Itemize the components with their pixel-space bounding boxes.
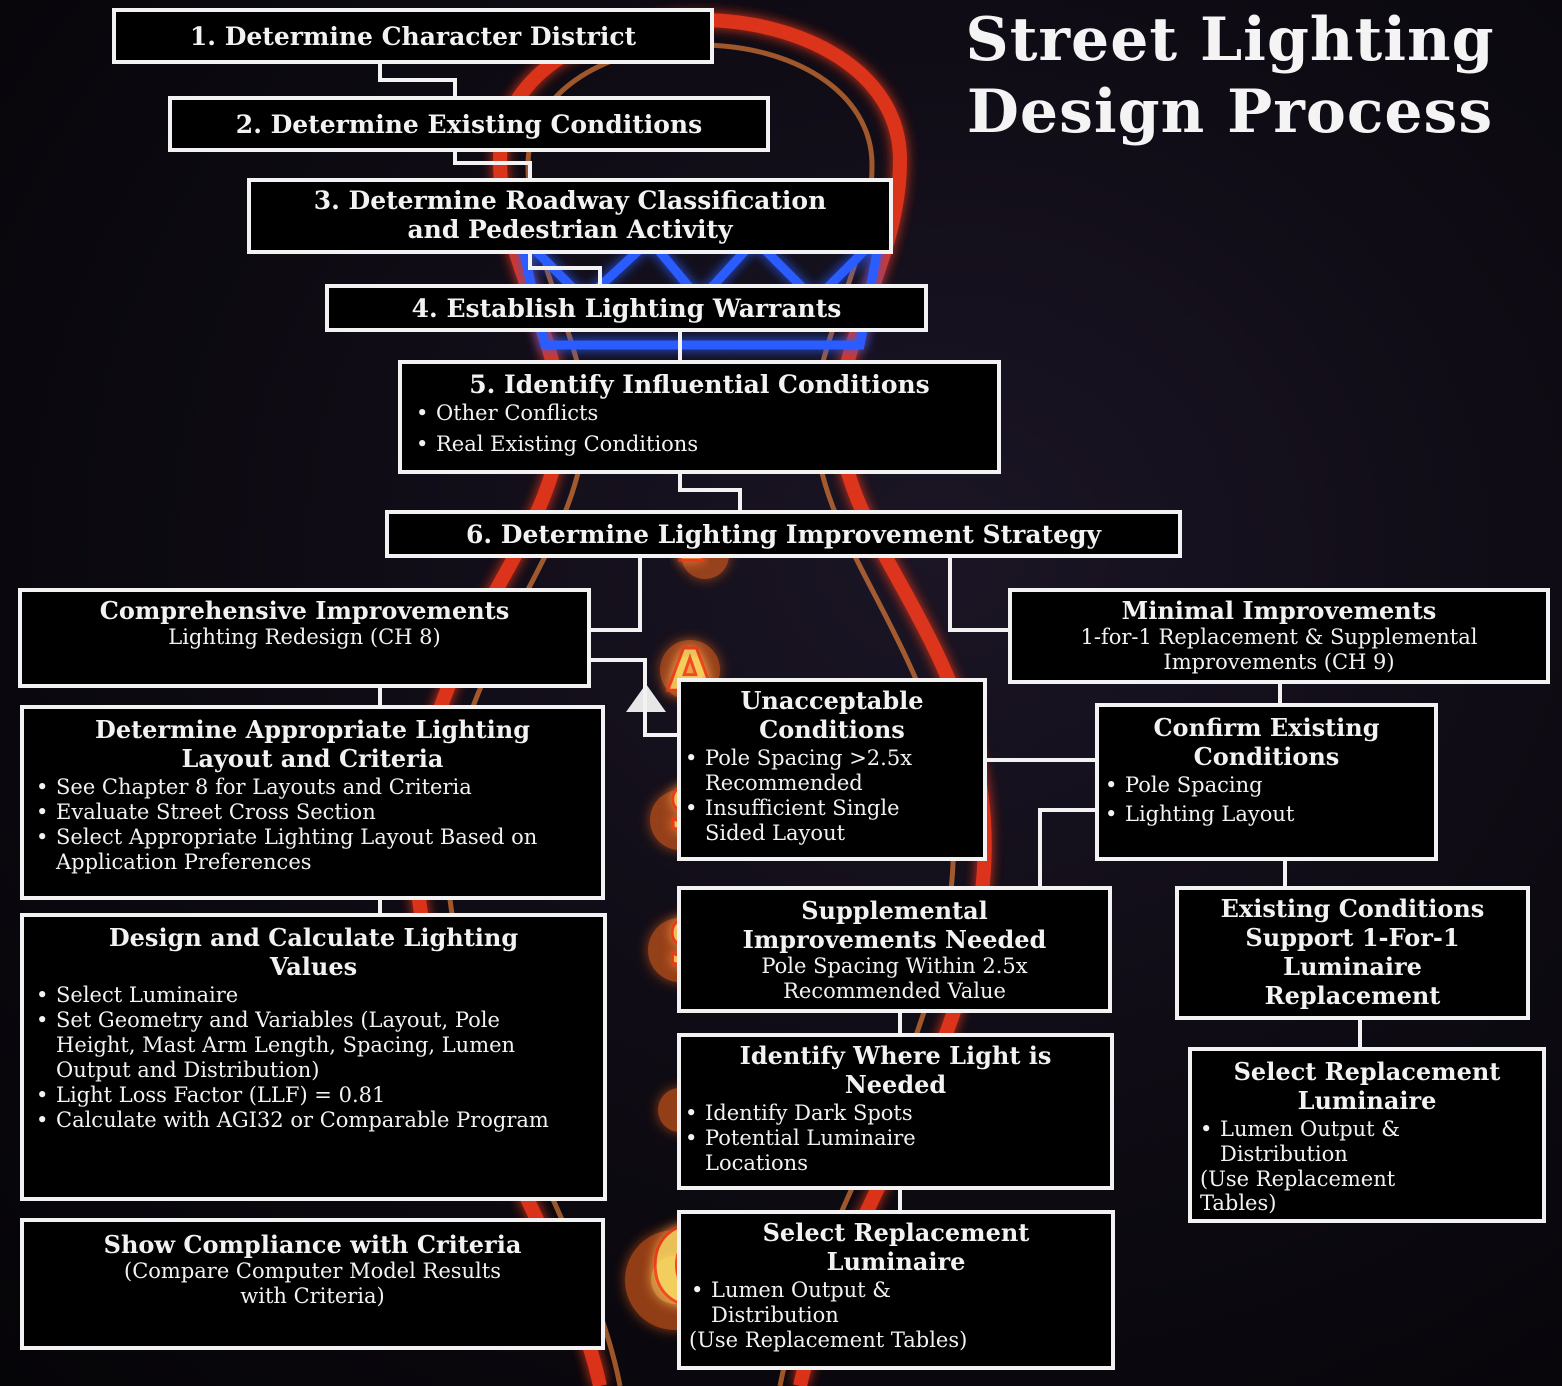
identify-bullet: Identify Dark Spots xyxy=(685,1101,1110,1126)
supplemental-sub-1: Pole Spacing Within 2.5x xyxy=(761,954,1028,978)
design-calculate-box: Design and Calculate Lighting Values Sel… xyxy=(20,913,607,1201)
step-6-label: 6. Determine Lighting Improvement Strate… xyxy=(465,520,1101,549)
step-5-bullet: Real Existing Conditions xyxy=(416,432,997,457)
step-2-box: 2. Determine Existing Conditions xyxy=(168,96,770,152)
minimal-select-heading-2: Luminaire xyxy=(1297,1086,1437,1115)
title-line-2: Design Process xyxy=(966,77,1494,147)
minimal-select-replacement-box: Select Replacement Luminaire Lumen Outpu… xyxy=(1188,1047,1546,1223)
identify-bullet: Potential Luminaire Locations xyxy=(685,1126,1110,1176)
design-bullet: Select Luminaire xyxy=(36,983,603,1008)
unacceptable-bullet: Insufficient Single Sided Layout xyxy=(685,796,983,846)
diagram-title: Street Lighting Design Process xyxy=(905,4,1555,148)
confirm-existing-box: Confirm Existing Conditions Pole Spacing… xyxy=(1095,703,1438,861)
supplemental-sub-2: Recommended Value xyxy=(783,979,1006,1003)
comprehensive-sub: Lighting Redesign (CH 8) xyxy=(168,625,441,649)
step-1-label: 1. Determine Character District xyxy=(189,22,637,51)
title-line-1: Street Lighting xyxy=(965,5,1495,75)
minimal-heading: Minimal Improvements xyxy=(1121,596,1437,625)
supplemental-improvements-box: Supplemental Improvements Needed Pole Sp… xyxy=(677,886,1112,1013)
compliance-sub-2: with Criteria) xyxy=(240,1284,385,1308)
design-heading-1: Design and Calculate Lighting xyxy=(108,923,519,952)
comprehensive-heading: Comprehensive Improvements xyxy=(99,596,510,625)
confirm-bullets: Pole Spacing Lighting Layout xyxy=(1099,773,1434,827)
unacceptable-heading-2: Conditions xyxy=(759,715,905,744)
confirm-heading-2: Conditions xyxy=(1193,742,1340,771)
step-6-box: 6. Determine Lighting Improvement Strate… xyxy=(385,510,1182,558)
step-3-line-2: and Pedestrian Activity xyxy=(407,215,733,244)
middle-select-note: (Use Replacement Tables) xyxy=(689,1328,968,1352)
existing-support-box: Existing Conditions Support 1-For-1 Lumi… xyxy=(1175,886,1530,1020)
layout-bullet: See Chapter 8 for Layouts and Criteria xyxy=(36,775,601,800)
step-4-box: 4. Establish Lighting Warrants xyxy=(325,284,928,332)
minimal-select-bullet: Lumen Output & Distribution xyxy=(1200,1117,1542,1167)
middle-select-replacement-box: Select Replacement Luminaire Lumen Outpu… xyxy=(677,1210,1115,1370)
design-bullet: Calculate with AGI32 or Comparable Progr… xyxy=(36,1108,603,1133)
minimal-select-bullets: Lumen Output & Distribution xyxy=(1192,1117,1542,1167)
layout-bullets: See Chapter 8 for Layouts and Criteria E… xyxy=(24,775,601,875)
support-line-2: Support 1-For-1 xyxy=(1245,923,1460,952)
unacceptable-conditions-box: Unacceptable Conditions Pole Spacing >2.… xyxy=(677,678,987,861)
step-5-box: 5. Identify Influential Conditions Other… xyxy=(398,360,1001,474)
compliance-heading: Show Compliance with Criteria xyxy=(103,1230,522,1259)
minimal-sub-1: 1-for-1 Replacement & Supplemental xyxy=(1080,625,1478,649)
identify-heading-1: Identify Where Light is xyxy=(739,1041,1052,1070)
support-line-3: Luminaire xyxy=(1283,952,1422,981)
minimal-sub-2: Improvements (CH 9) xyxy=(1163,650,1395,674)
middle-select-heading-1: Select Replacement xyxy=(762,1218,1030,1247)
confirm-heading-1: Confirm Existing xyxy=(1153,713,1380,742)
supplemental-heading-1: Supplemental xyxy=(801,896,988,925)
identify-bullets: Identify Dark Spots Potential Luminaire … xyxy=(681,1101,1110,1176)
design-bullet: Light Loss Factor (LLF) = 0.81 xyxy=(36,1083,603,1108)
step-3-box: 3. Determine Roadway Classification and … xyxy=(247,178,893,254)
comprehensive-improvements-box: Comprehensive Improvements Lighting Rede… xyxy=(18,588,591,688)
design-bullets: Select Luminaire Set Geometry and Variab… xyxy=(24,983,603,1133)
show-compliance-box: Show Compliance with Criteria (Compare C… xyxy=(20,1218,605,1350)
step-5-bullets: Other Conflicts Real Existing Conditions xyxy=(402,401,997,457)
identify-where-light-box: Identify Where Light is Needed Identify … xyxy=(677,1033,1114,1190)
step-3-line-1: 3. Determine Roadway Classification xyxy=(313,186,827,215)
supplemental-heading-2: Improvements Needed xyxy=(742,925,1047,954)
identify-heading-2: Needed xyxy=(844,1070,947,1099)
step-4-label: 4. Establish Lighting Warrants xyxy=(411,294,842,323)
minimal-improvements-box: Minimal Improvements 1-for-1 Replacement… xyxy=(1008,588,1550,684)
unacceptable-heading-1: Unacceptable xyxy=(740,686,924,715)
neon-crown xyxy=(512,220,888,350)
confirm-bullet: Pole Spacing xyxy=(1105,773,1434,798)
compliance-sub-1: (Compare Computer Model Results xyxy=(124,1259,501,1283)
minimal-select-heading-1: Select Replacement xyxy=(1233,1057,1501,1086)
support-line-4: Replacement xyxy=(1264,981,1441,1010)
middle-select-bullets: Lumen Output & Distribution xyxy=(681,1278,1111,1328)
design-bullet: Set Geometry and Variables (Layout, Pole… xyxy=(36,1008,603,1083)
connectors xyxy=(378,64,1362,1210)
layout-heading-1: Determine Appropriate Lighting xyxy=(95,715,530,744)
step-2-label: 2. Determine Existing Conditions xyxy=(235,110,703,139)
middle-select-heading-2: Luminaire xyxy=(826,1247,966,1276)
step-5-heading: 5. Identify Influential Conditions xyxy=(469,370,930,399)
unacceptable-bullet: Pole Spacing >2.5x Recommended xyxy=(685,746,983,796)
unacceptable-bullets: Pole Spacing >2.5x Recommended Insuffici… xyxy=(681,746,983,846)
layout-heading-2: Layout and Criteria xyxy=(181,744,444,773)
layout-bullet: Select Appropriate Lighting Layout Based… xyxy=(36,825,601,875)
middle-select-bullet: Lumen Output & Distribution xyxy=(691,1278,1111,1328)
lighting-layout-criteria-box: Determine Appropriate Lighting Layout an… xyxy=(20,705,605,900)
step-1-box: 1. Determine Character District xyxy=(112,8,714,64)
support-line-1: Existing Conditions xyxy=(1220,894,1485,923)
layout-bullet: Evaluate Street Cross Section xyxy=(36,800,601,825)
design-heading-2: Values xyxy=(269,952,358,981)
step-5-bullet: Other Conflicts xyxy=(416,401,997,426)
minimal-select-note: (Use Replacement Tables) xyxy=(1200,1167,1396,1215)
confirm-bullet: Lighting Layout xyxy=(1105,802,1434,827)
